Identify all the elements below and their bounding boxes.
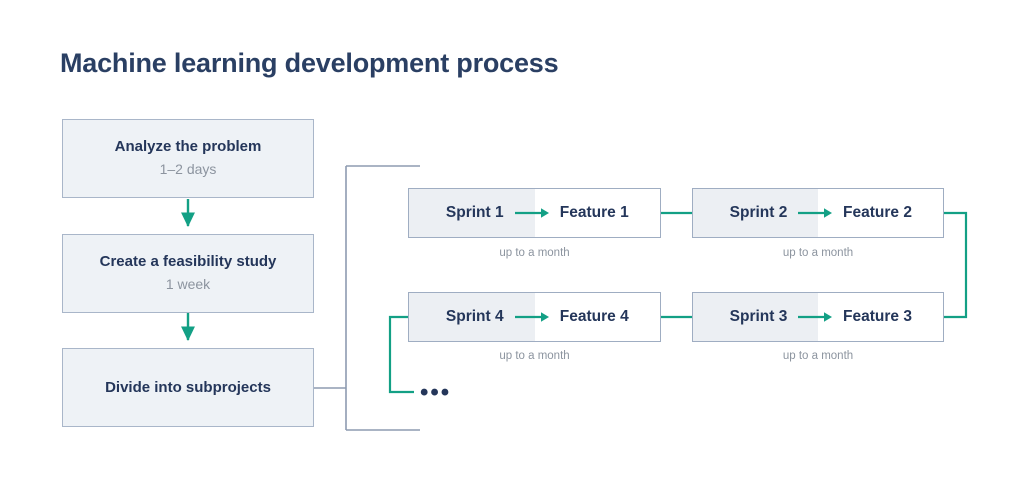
- sprint-label: Sprint 4: [445, 308, 504, 325]
- fork-connector: [314, 165, 420, 431]
- feature-label: Feature 1: [559, 204, 629, 221]
- sprint-to-feature-arrow-icon: [514, 312, 549, 322]
- sprint-to-feature-arrow-icon: [798, 208, 832, 218]
- feature-half: Feature 2: [818, 189, 943, 237]
- feature-label: Feature 2: [843, 204, 912, 221]
- sprint-box-sprint-2[interactable]: Sprint 2 Feature 2: [692, 188, 944, 238]
- feature-label: Feature 3: [843, 308, 912, 325]
- stage-box-create-a-feasibility-study[interactable]: Create a feasibility study 1 week: [62, 234, 314, 313]
- sprint-label: Sprint 2: [729, 204, 788, 221]
- stage-title: Create a feasibility study: [99, 253, 277, 271]
- sprint-caption: up to a month: [782, 350, 854, 362]
- stage-box-divide-into-subprojects[interactable]: Divide into subprojects: [62, 348, 314, 427]
- sprint-half: Sprint 3: [693, 293, 818, 341]
- sprint-caption: up to a month: [499, 247, 570, 259]
- stage-duration: 1–2 days: [159, 161, 217, 178]
- feature-half: Feature 4: [534, 293, 660, 341]
- sprint-box-sprint-1[interactable]: Sprint 1 Feature 1: [408, 188, 661, 238]
- sprint-to-feature-arrow-icon: [798, 312, 832, 322]
- feature-half: Feature 1: [534, 189, 660, 237]
- feature-label: Feature 4: [559, 308, 629, 325]
- sprint-caption: up to a month: [782, 247, 854, 259]
- sprint-half: Sprint 2: [693, 189, 818, 237]
- feature-half: Feature 3: [818, 293, 943, 341]
- sprint-caption: up to a month: [499, 350, 570, 362]
- stage-box-analyze-the-problem[interactable]: Analyze the problem 1–2 days: [62, 119, 314, 198]
- more-sprints-ellipsis: •••: [420, 379, 452, 406]
- page-title: Machine learning development process: [60, 48, 559, 78]
- sprint-label: Sprint 1: [445, 204, 504, 221]
- sprint-half: Sprint 1: [409, 189, 535, 237]
- stage-duration: 1 week: [165, 276, 211, 293]
- stage-title: Analyze the problem: [114, 138, 262, 156]
- stage-title: Divide into subprojects: [105, 378, 271, 396]
- link-feature2-to-feature3: [944, 211, 968, 319]
- sprint-box-sprint-4[interactable]: Sprint 4 Feature 4: [408, 292, 661, 342]
- sprint-to-feature-arrow-icon: [514, 208, 549, 218]
- sprint-half: Sprint 4: [409, 293, 535, 341]
- sprint-label: Sprint 3: [729, 308, 788, 325]
- sprint-box-sprint-3[interactable]: Sprint 3 Feature 3: [692, 292, 944, 342]
